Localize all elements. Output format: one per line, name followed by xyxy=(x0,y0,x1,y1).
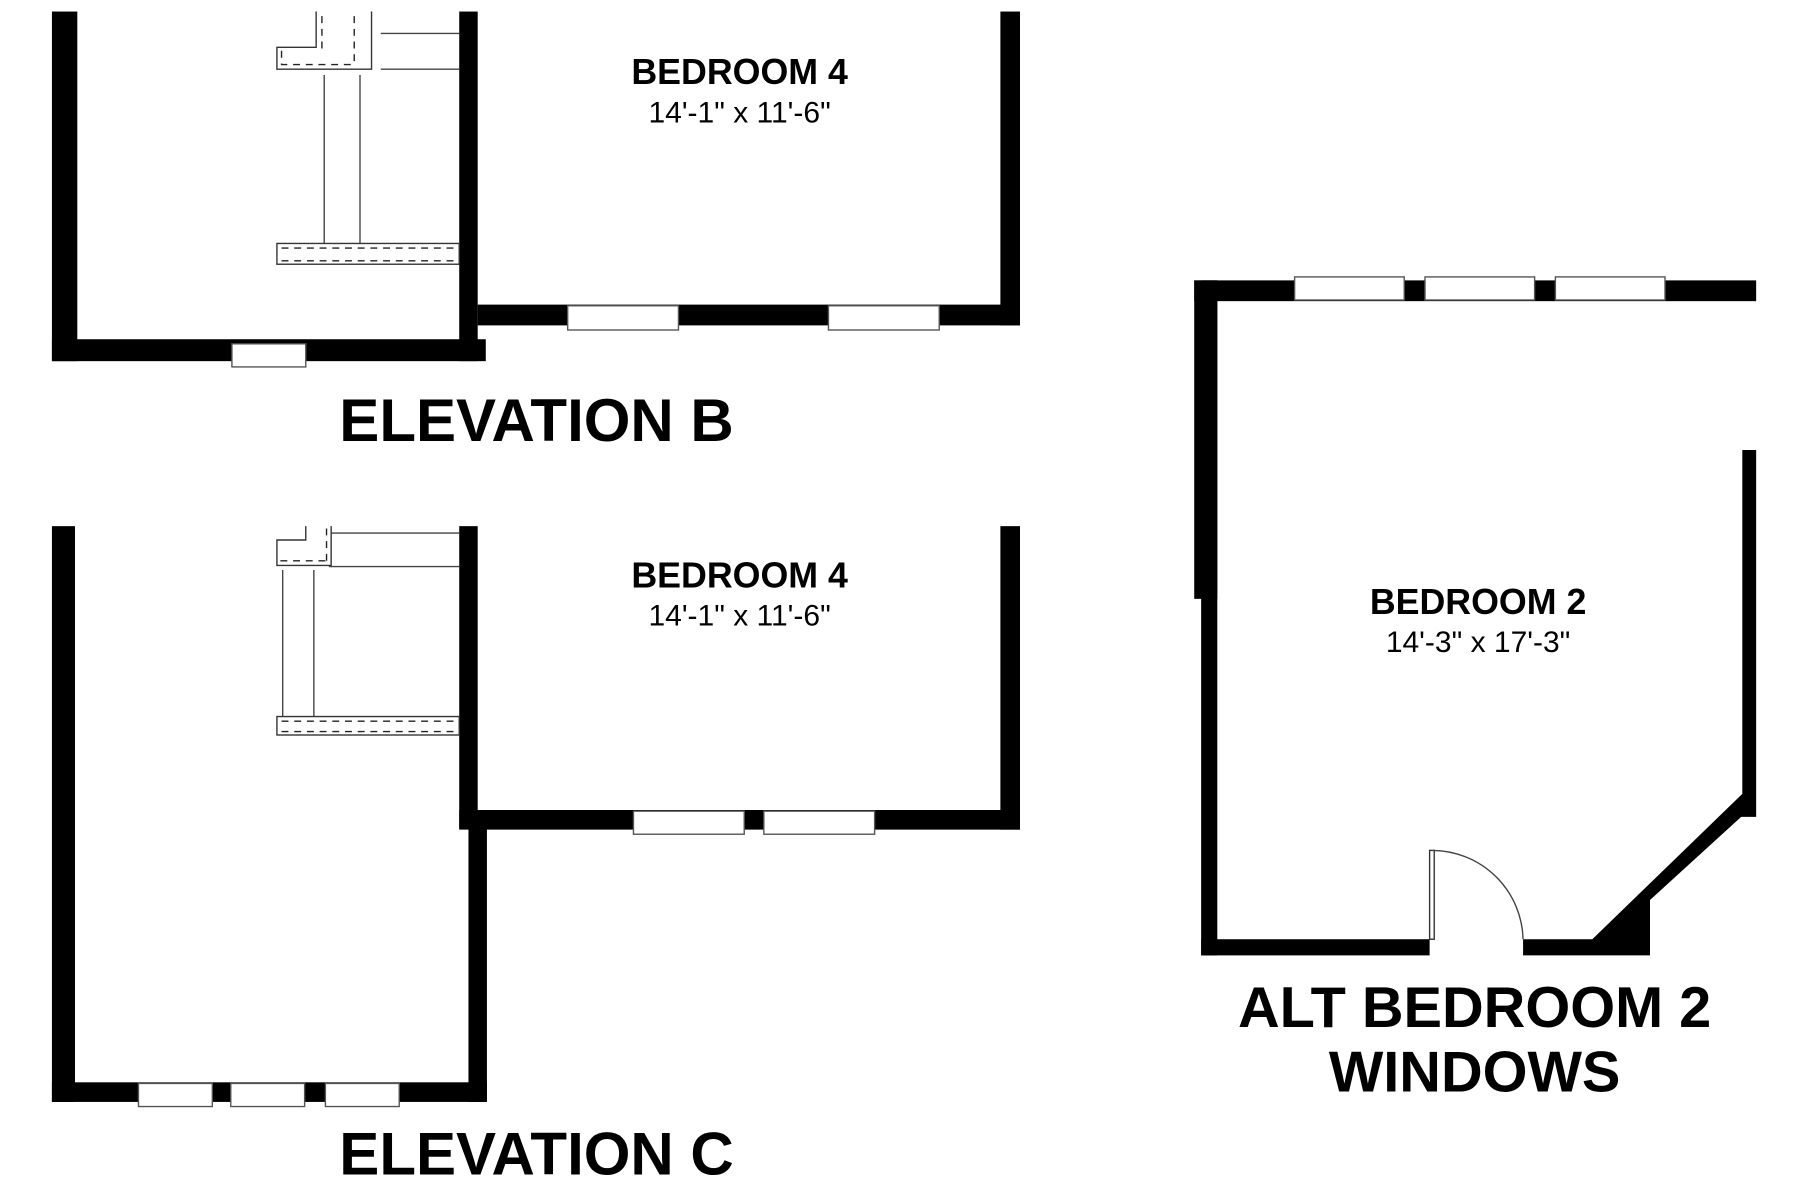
wall xyxy=(51,11,78,362)
room-dimensions: 14'-3" x 17'-3" xyxy=(1386,626,1571,659)
wall xyxy=(1000,526,1020,830)
window xyxy=(1424,276,1536,301)
window xyxy=(231,343,307,368)
elevation-c-label: ELEVATION C xyxy=(339,1121,733,1188)
alt-bedroom-2-plan: BEDROOM 2 14'-3" x 17'-3" ALT BEDROOM 2 … xyxy=(1194,276,1757,1105)
wall xyxy=(1201,280,1218,956)
wall xyxy=(1201,939,1430,956)
elevation-c-plan: BEDROOM 4 14'-1" x 11'-6" ELEVATION C xyxy=(51,526,1020,1188)
room-name: BEDROOM 2 xyxy=(1370,582,1587,622)
wall xyxy=(1000,11,1020,326)
window xyxy=(827,305,940,331)
room-dimensions: 14'-1" x 11'-6" xyxy=(648,599,830,632)
wall xyxy=(459,11,478,362)
closet-shelving xyxy=(276,11,460,265)
window xyxy=(137,1082,213,1108)
window xyxy=(1554,276,1666,301)
room-name: BEDROOM 4 xyxy=(631,555,848,595)
window xyxy=(763,810,876,835)
room-dimensions: 14'-1" x 11'-6" xyxy=(648,96,830,129)
wall xyxy=(459,526,478,829)
alt-bedroom-2-label-line2: WINDOWS xyxy=(1329,1041,1621,1105)
door-swing xyxy=(1428,849,1524,940)
alt-bedroom-2-label-line1: ALT BEDROOM 2 xyxy=(1238,976,1711,1040)
elevation-b-plan: BEDROOM 4 14'-1" x 11'-6" ELEVATION B xyxy=(51,11,1020,454)
wall xyxy=(51,526,75,1102)
window xyxy=(632,810,745,835)
window xyxy=(230,1082,306,1108)
window xyxy=(324,1082,400,1108)
wall xyxy=(1523,450,1757,956)
window xyxy=(1293,276,1405,301)
elevation-b-label: ELEVATION B xyxy=(339,387,733,454)
room-name: BEDROOM 4 xyxy=(631,52,848,92)
closet-shelving xyxy=(276,526,460,736)
wall xyxy=(468,810,487,1102)
window xyxy=(566,305,680,331)
